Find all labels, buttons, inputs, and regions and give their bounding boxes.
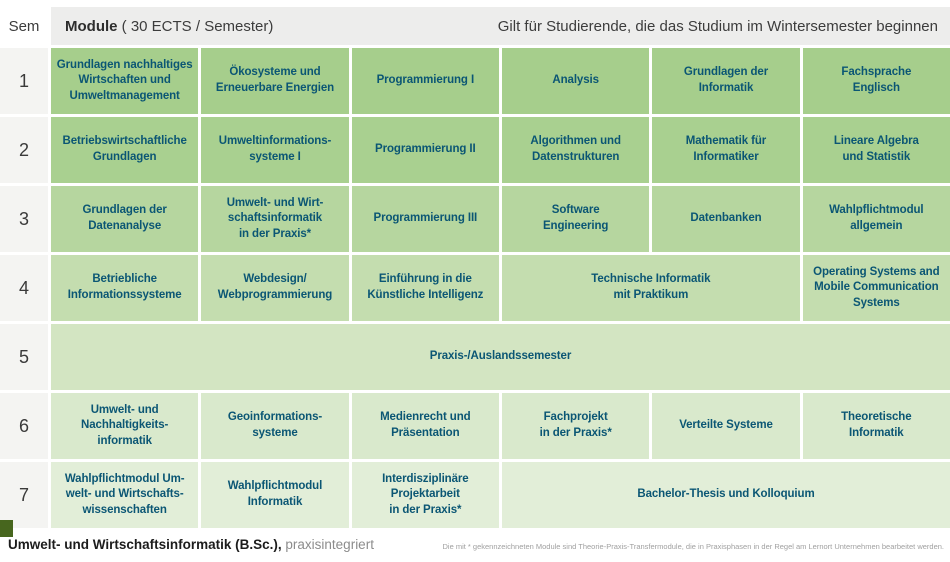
sem-cell: 2 — [0, 117, 48, 183]
module-cell: Mathematik für Informatiker — [652, 117, 800, 183]
program-title-suffix: praxisintegriert — [281, 537, 374, 552]
sem-cell: 1 — [0, 48, 48, 114]
module-cell: Theoretische Informatik — [802, 393, 950, 459]
module-cell: Fachsprache Englisch — [802, 48, 950, 114]
module-cell: Software Engineering — [501, 186, 650, 252]
logo-mark — [0, 520, 13, 537]
module-header-suffix: ( 30 ECTS / Semester) — [117, 17, 274, 35]
module-cell: Algorithmen und Datenstrukturen — [501, 117, 650, 183]
module-cell: Wahlpflichtmodul Um- welt- und Wirtschaf… — [51, 462, 199, 528]
module-cell: Betriebswirtschaftliche Grundlagen — [51, 117, 199, 183]
module-cell: Wahlpflichtmodul allgemein — [802, 186, 950, 252]
module-cell: Webdesign/ Webprogrammierung — [201, 255, 349, 321]
module-cell: Grundlagen nachhaltiges Wirtschaften und… — [51, 48, 199, 114]
sem-column-header: Sem — [0, 7, 48, 45]
module-cell: Geoinformations- systeme — [201, 393, 349, 459]
sem-cell: 7 — [0, 462, 48, 528]
module-cell: Verteilte Systeme — [652, 393, 800, 459]
module-cell: Grundlagen der Datenanalyse — [51, 186, 199, 252]
module-cell: Umwelt- und Nachhaltigkeits- informatik — [51, 393, 199, 459]
curriculum-table: Sem Module ( 30 ECTS / Semester) Gilt fü… — [0, 7, 950, 528]
module-cell: Praxis-/Auslandssemester — [51, 324, 950, 390]
module-cell: Programmierung III — [351, 186, 499, 252]
module-cell: Operating Systems and Mobile Communicati… — [802, 255, 950, 321]
module-cell: Wahlpflichtmodul Informatik — [201, 462, 349, 528]
module-cell: Lineare Algebra und Statistik — [802, 117, 950, 183]
module-header-bold: Module — [65, 17, 118, 35]
page-footer: Umwelt- und Wirtschaftsinformatik (B.Sc.… — [0, 528, 950, 552]
table-header-band: Module ( 30 ECTS / Semester) Gilt für St… — [51, 7, 950, 45]
module-cell: Medienrecht und Präsentation — [351, 393, 499, 459]
module-cell: Einführung in die Künstliche Intelligenz — [351, 255, 499, 321]
module-cell: Umwelt- und Wirt- schaftsinformatik in d… — [201, 186, 349, 252]
winter-semester-note: Gilt für Studierende, die das Studium im… — [497, 17, 938, 35]
module-cell: Fachprojekt in der Praxis* — [501, 393, 650, 459]
module-cell: Technische Informatik mit Praktikum — [501, 255, 800, 321]
module-cell: Analysis — [501, 48, 650, 114]
module-cell: Betriebliche Informationssysteme — [51, 255, 199, 321]
module-header-title: Module ( 30 ECTS / Semester) — [65, 18, 273, 35]
program-title-bold: Umwelt- und Wirtschaftsinformatik (B.Sc.… — [8, 537, 282, 552]
module-cell: Programmierung II — [351, 117, 499, 183]
asterisk-footnote: Die mit * gekennzeichneten Module sind T… — [442, 541, 944, 551]
module-cell: Programmierung I — [351, 48, 499, 114]
sem-cell: 3 — [0, 186, 48, 252]
module-cell: Grundlagen der Informatik — [652, 48, 800, 114]
program-title: Umwelt- und Wirtschaftsinformatik (B.Sc.… — [8, 537, 374, 552]
module-cell: Umweltinformations- systeme I — [201, 117, 349, 183]
module-cell: Interdisziplinäre Projektarbeit in der P… — [351, 462, 499, 528]
module-cell: Datenbanken — [652, 186, 800, 252]
sem-cell: 4 — [0, 255, 48, 321]
module-cell: Bachelor-Thesis und Kolloquium — [501, 462, 950, 528]
sem-cell: 6 — [0, 393, 48, 459]
module-cell: Ökosysteme und Erneuerbare Energien — [201, 48, 349, 114]
sem-cell: 5 — [0, 324, 48, 390]
